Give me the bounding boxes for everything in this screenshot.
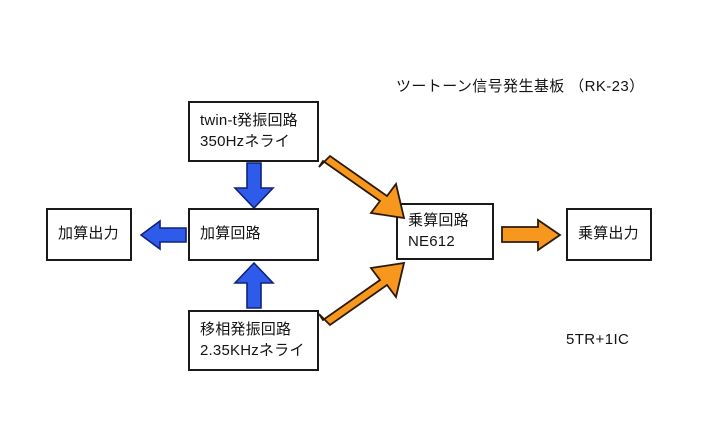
arrow-multiplier-to-multiplier-output: [501, 218, 562, 252]
arrow-phase-shift-to-multiplier: [316, 258, 412, 327]
box-adder-circuit-line-1: 加算回路: [200, 225, 261, 243]
box-adder-circuit: 加算回路: [188, 208, 319, 261]
box-phase-shift-oscillator: 移相発振回路 2.35KHzネライ: [188, 310, 319, 371]
box-adder-output-line-1: 加算出力: [58, 225, 119, 243]
box-adder-output: 加算出力: [46, 208, 132, 261]
box-multiplier-output: 乗算出力: [566, 208, 652, 261]
arrow-adder-to-adder-output: [139, 219, 187, 251]
box-multiplier-circuit: 乗算回路 NE612: [396, 203, 494, 260]
box-multiplier-circuit-line-1: 乗算回路: [408, 212, 469, 230]
box-multiplier-circuit-line-2: NE612: [408, 232, 455, 250]
box-multiplier-output-line-1: 乗算出力: [578, 225, 639, 243]
box-phase-shift-oscillator-line-2: 2.35KHzネライ: [200, 341, 305, 359]
box-phase-shift-oscillator-line-1: 移相発振回路: [200, 321, 292, 339]
arrow-twin-t-to-adder: [232, 162, 276, 210]
arrow-twin-t-to-multiplier: [316, 154, 412, 223]
box-twin-t-oscillator-line-1: twin-t発振回路: [200, 112, 298, 130]
box-twin-t-oscillator-line-2: 350Hzネライ: [200, 132, 290, 150]
component-count-label: 5TR+1IC: [566, 331, 630, 348]
diagram-title: ツートーン信号発生基板 （RK-23）: [396, 78, 645, 95]
box-twin-t-oscillator: twin-t発振回路 350Hzネライ: [188, 101, 319, 162]
arrow-phase-shift-to-adder: [232, 261, 276, 309]
